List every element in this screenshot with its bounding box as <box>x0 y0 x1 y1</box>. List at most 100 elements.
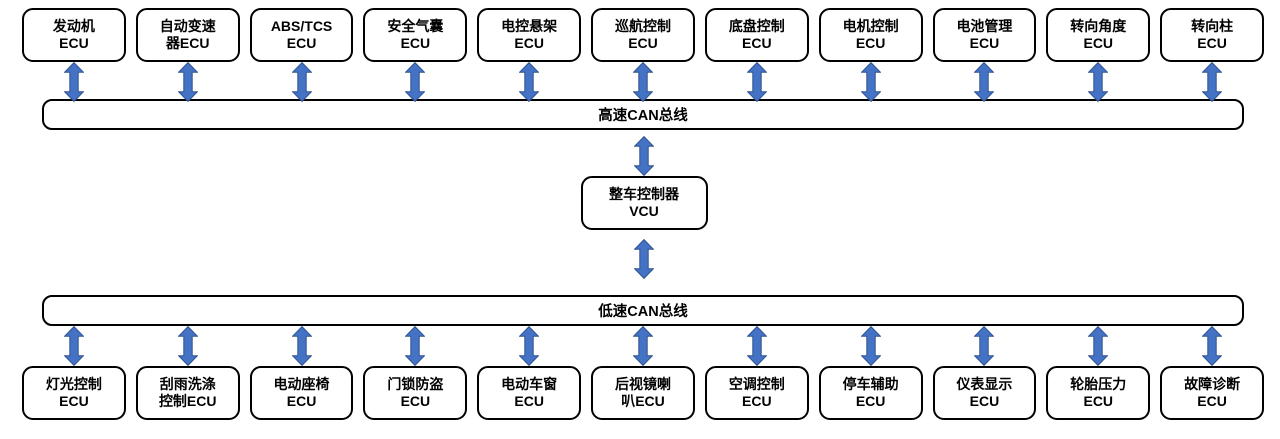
ecu-label: ECU <box>286 35 317 51</box>
ecu-label: ECU <box>855 393 886 409</box>
ecu-box-steering-angle: 转向角度 ECU <box>1046 8 1151 62</box>
ecu-label: ECU <box>59 393 89 409</box>
ecu-label: 后视镜喇 <box>614 376 671 392</box>
ecu-label: ECU <box>969 393 1000 409</box>
vertical-double-arrow-icon <box>177 326 198 366</box>
ecu-label: 转向柱 <box>1191 18 1234 34</box>
vertical-double-arrow-icon <box>1088 326 1109 366</box>
ecu-label: 器ECU <box>165 35 210 51</box>
vertical-double-arrow-icon <box>291 326 312 366</box>
bus-label: 高速CAN总线 <box>598 108 688 124</box>
ecu-box-wiper-washer-control: 刮雨洗涤 控制ECU <box>135 366 240 420</box>
ecu-label: ECU <box>400 35 431 51</box>
ecu-label: ECU <box>855 35 886 51</box>
ecu-box-tire-pressure: 轮胎压力 ECU <box>1046 366 1151 420</box>
ecu-box-chassis-control: 底盘控制 ECU <box>704 8 809 62</box>
vertical-double-arrow-icon <box>1202 326 1222 366</box>
ecu-label: ABS/TCS <box>270 18 333 34</box>
low-speed-ecu-row: 灯光控制 ECU 刮雨洗涤 控制ECU 电动座椅 ECU 门锁防盗 ECU 电动… <box>22 366 1264 420</box>
ecu-box-electronic-suspension: 电控悬架 ECU <box>477 8 582 62</box>
ecu-box-power-seat: 电动座椅 ECU <box>249 366 354 420</box>
ecu-label: 电机控制 <box>842 18 899 34</box>
vertical-double-arrow-icon <box>860 62 881 102</box>
ecu-label: 自动变速 <box>159 18 216 34</box>
ecu-label: 轮胎压力 <box>1070 376 1127 392</box>
vcu-section: 整车控制器 VCU <box>4 130 1280 295</box>
vertical-double-arrow-icon <box>746 326 767 366</box>
ecu-label: ECU <box>742 393 772 409</box>
ecu-label: 叭ECU <box>621 393 665 409</box>
vertical-double-arrow-icon <box>519 326 540 366</box>
ecu-box-lighting-control: 灯光控制 ECU <box>22 366 126 420</box>
ecu-box-power-window: 电动车窗 ECU <box>477 366 582 420</box>
ecu-box-mirror-horn: 后视镜喇 叭ECU <box>591 366 695 420</box>
ecu-label: 安全气囊 <box>387 18 444 34</box>
vertical-double-arrow-icon <box>974 326 995 366</box>
ecu-label: ECU <box>1083 35 1114 51</box>
ecu-label: 门锁防盗 <box>387 376 444 392</box>
ecu-label: ECU <box>59 35 89 51</box>
vertical-double-arrow-icon <box>291 62 312 102</box>
ecu-label: 巡航控制 <box>614 18 671 34</box>
vertical-double-arrow-icon <box>64 62 84 102</box>
ecu-label: 刮雨洗涤 <box>159 376 216 392</box>
high-speed-connectors <box>22 62 1264 102</box>
vertical-double-arrow-icon <box>519 62 540 102</box>
ecu-box-engine: 发动机 ECU <box>22 8 126 62</box>
ecu-label: 电动座椅 <box>273 376 330 392</box>
vcu-box: 整车控制器 VCU <box>580 176 708 230</box>
ecu-label: 灯光控制 <box>45 376 102 392</box>
ecu-label: ECU <box>400 393 431 409</box>
vertical-double-arrow-icon <box>1202 62 1222 102</box>
vertical-double-arrow-icon <box>64 326 84 366</box>
ecu-label: ECU <box>1197 35 1227 51</box>
vertical-double-arrow-icon <box>177 62 198 102</box>
ecu-label: 控制ECU <box>158 393 217 409</box>
ecu-box-fault-diagnosis: 故障诊断 ECU <box>1160 366 1264 420</box>
ecu-label: 电控悬架 <box>501 18 558 34</box>
ecu-box-airbag: 安全气囊 ECU <box>363 8 468 62</box>
ecu-label: ECU <box>286 393 317 409</box>
ecu-box-door-lock-antitheft: 门锁防盗 ECU <box>363 366 468 420</box>
high-speed-ecu-row: 发动机 ECU 自动变速 器ECU ABS/TCS ECU 安全气囊 ECU 电… <box>22 8 1264 62</box>
ecu-label: 电池管理 <box>956 18 1013 34</box>
ecu-box-ac-control: 空调控制 ECU <box>704 366 809 420</box>
ecu-box-motor-control: 电机控制 ECU <box>818 8 923 62</box>
ecu-box-steering-column: 转向柱 ECU <box>1160 8 1264 62</box>
vertical-double-arrow-icon <box>860 326 881 366</box>
low-speed-connectors <box>22 326 1264 366</box>
vertical-double-arrow-icon <box>1088 62 1109 102</box>
low-speed-can-bus: 低速CAN总线 <box>42 295 1244 326</box>
vertical-double-arrow-icon <box>633 62 653 102</box>
ecu-label: 电动车窗 <box>501 376 558 392</box>
ecu-label: ECU <box>514 393 544 409</box>
ecu-box-parking-assist: 停车辅助 ECU <box>818 366 923 420</box>
ecu-label: ECU <box>969 35 1000 51</box>
ecu-label: 转向角度 <box>1070 18 1127 34</box>
ecu-box-instrument-display: 仪表显示 ECU <box>932 366 1037 420</box>
vertical-double-arrow-icon <box>746 62 767 102</box>
vertical-double-arrow-icon <box>405 326 426 366</box>
vertical-double-arrow-icon <box>974 62 995 102</box>
vertical-double-arrow-icon <box>405 62 426 102</box>
vcu-label: VCU <box>629 203 659 219</box>
ecu-label: 停车辅助 <box>842 376 899 392</box>
ecu-box-cruise-control: 巡航控制 ECU <box>591 8 695 62</box>
vertical-double-arrow-icon <box>634 239 654 279</box>
ecu-label: ECU <box>1197 393 1227 409</box>
ecu-box-battery-management: 电池管理 ECU <box>932 8 1037 62</box>
vertical-double-arrow-icon <box>633 326 653 366</box>
ecu-label: 底盘控制 <box>728 18 785 34</box>
ecu-label: 空调控制 <box>728 376 785 392</box>
ecu-label: ECU <box>514 35 544 51</box>
ecu-label: 故障诊断 <box>1184 376 1241 392</box>
ecu-label: ECU <box>1083 393 1114 409</box>
vertical-double-arrow-icon <box>634 136 654 176</box>
high-speed-can-bus: 高速CAN总线 <box>42 99 1244 130</box>
ecu-box-abs-tcs: ABS/TCS ECU <box>249 8 354 62</box>
ecu-label: ECU <box>742 35 772 51</box>
bus-label: 低速CAN总线 <box>598 304 688 320</box>
ecu-label: 仪表显示 <box>956 376 1013 392</box>
ecu-label: 发动机 <box>52 18 95 34</box>
